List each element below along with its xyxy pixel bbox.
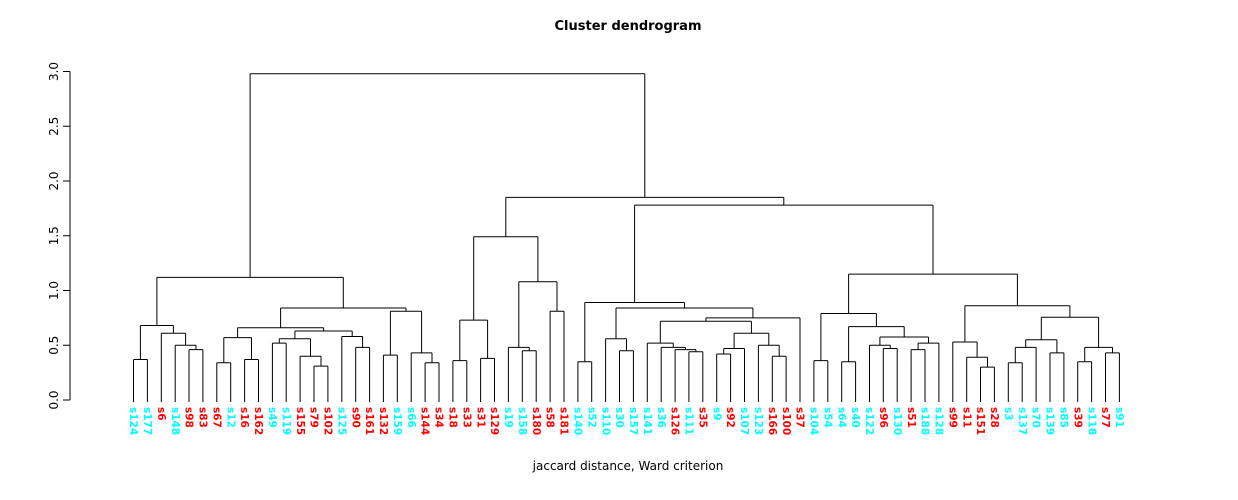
leaf-label: s130	[891, 407, 903, 435]
leaf-label: s36	[655, 407, 667, 428]
leaf-label: s37	[794, 407, 806, 428]
x-axis-label: jaccard distance, Ward criterion	[532, 459, 724, 473]
leaf-label: s144	[419, 407, 431, 435]
leaf-label: s126	[669, 407, 681, 435]
leaf-label: s128	[933, 407, 945, 435]
leaf-label: s123	[752, 407, 764, 435]
leaf-label: s180	[530, 407, 542, 435]
y-tick-label: 2.0	[47, 171, 61, 190]
leaf-label: s28	[988, 407, 1000, 428]
leaf-label: s107	[738, 407, 750, 435]
dendrogram-branches	[133, 73, 1120, 402]
leaf-label: s19	[502, 407, 514, 428]
leaf-label: s102	[322, 407, 334, 435]
y-axis-line	[63, 71, 71, 401]
leaf-label: s137	[1016, 407, 1028, 435]
leaf-label: s64	[835, 407, 847, 428]
leaf-label: s18	[447, 407, 459, 428]
y-tick-label: 3.0	[47, 62, 61, 81]
leaf-label: s157	[627, 407, 639, 435]
leaf-label: s166	[766, 407, 778, 435]
leaf-label: s58	[544, 407, 556, 428]
leaf-label: s129	[488, 407, 500, 435]
leaf-label: s49	[266, 407, 278, 428]
leaf-label: s177	[141, 407, 153, 435]
leaf-label: s118	[1085, 407, 1097, 435]
leaf-label: s140	[571, 407, 583, 435]
y-tick-label: 1.0	[47, 281, 61, 300]
leaf-label: s12	[224, 407, 236, 428]
leaf-label: s3	[1002, 407, 1014, 421]
leaf-label: s155	[294, 407, 306, 435]
leaf-label: s110	[599, 407, 611, 435]
leaf-label: s35	[696, 407, 708, 428]
y-tick-label: 2.5	[47, 117, 61, 136]
leaf-label: s77	[1099, 407, 1111, 428]
leaf-label: s39	[1071, 407, 1083, 428]
leaf-label: s161	[363, 407, 375, 435]
leaf-label: s16	[238, 407, 250, 428]
chart-title: Cluster dendrogram	[554, 19, 701, 34]
leaf-label: s122	[863, 407, 875, 435]
leaf-label: s181	[558, 407, 570, 435]
leaf-label: s98	[183, 407, 195, 428]
leaf-label: s104	[808, 407, 820, 435]
leaf-label: s66	[405, 407, 417, 428]
leaf-label: s100	[780, 407, 792, 435]
y-axis: 0.0 0.5 1.0 1.5 2.0 2.5 3.0	[47, 62, 71, 410]
leaf-label: s79	[308, 407, 320, 428]
leaf-label: s162	[252, 407, 264, 435]
leaf-label: s124	[127, 407, 139, 435]
dendrogram-tree	[133, 73, 1120, 402]
leaf-label: s141	[641, 407, 653, 435]
leaf-label: s158	[516, 407, 528, 435]
leaf-label: s54	[821, 407, 833, 428]
leaf-label: s6	[155, 407, 167, 421]
leaf-label: s31	[474, 407, 486, 428]
leaf-label: s92	[724, 407, 736, 428]
y-tick-label: 0.0	[47, 390, 61, 409]
leaf-label: s67	[210, 407, 222, 428]
y-tick-label: 0.5	[47, 336, 61, 355]
leaf-label: s40	[849, 407, 861, 428]
leaf-label: s34	[433, 407, 445, 428]
leaf-label: s9	[710, 407, 722, 421]
leaf-label: s85	[1058, 407, 1070, 428]
leaf-label: s91	[1113, 407, 1125, 428]
leaf-label: s132	[377, 407, 389, 435]
leaf-label: s159	[391, 407, 403, 435]
leaf-label: s99	[946, 407, 958, 428]
leaf-label: s188	[919, 407, 931, 435]
leaf-label: s70	[1030, 407, 1042, 428]
leaf-label: s148	[169, 407, 181, 435]
leaf-label: s90	[349, 407, 361, 428]
leaf-label: s125	[335, 407, 347, 435]
y-tick-label: 1.5	[47, 226, 61, 245]
leaf-label: s151	[974, 407, 986, 435]
leaf-label: s139	[1044, 407, 1056, 435]
leaf-label: s83	[197, 407, 209, 428]
leaf-label: s111	[683, 407, 695, 435]
leaf-label: s119	[280, 407, 292, 435]
leaf-label: s96	[877, 407, 889, 428]
leaf-label: s52	[585, 407, 597, 428]
leaf-label: s11	[960, 407, 972, 428]
leaf-label: s51	[905, 407, 917, 428]
leaf-label: s33	[460, 407, 472, 428]
leaf-label: s30	[613, 407, 625, 428]
